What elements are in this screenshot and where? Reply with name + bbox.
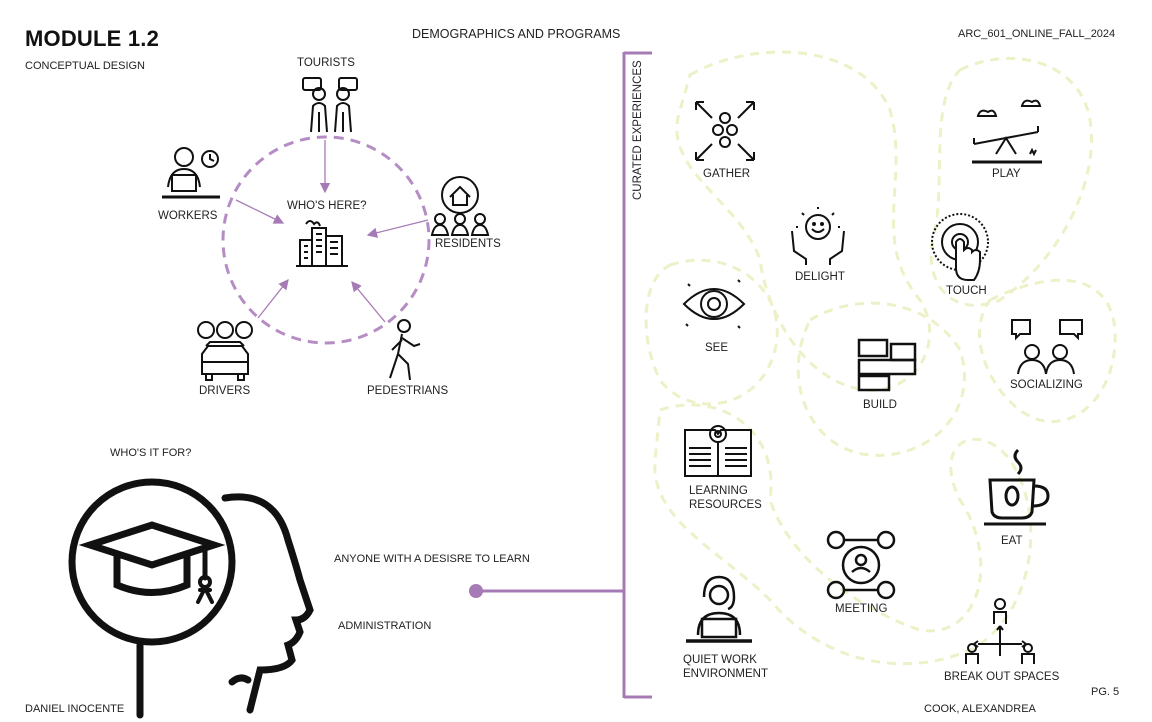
label-breakout-spaces: BREAK OUT SPACES	[944, 671, 1060, 683]
pedestrian-icon	[384, 318, 424, 382]
blob-socializing	[978, 278, 1117, 423]
label-quiet-work: QUIET WORK ENVIRONMENT	[683, 654, 768, 680]
eat-coffee-icon	[982, 446, 1056, 526]
arrow-residents	[366, 219, 429, 238]
whos-it-for-heading: WHO'S IT FOR?	[110, 447, 192, 459]
see-eye-icon	[680, 274, 748, 334]
city-buildings-icon	[296, 218, 348, 268]
residents-icon	[430, 175, 490, 237]
gather-icon	[690, 96, 760, 166]
workers-icon	[160, 145, 224, 205]
arrow-drivers	[257, 278, 289, 319]
label-eat: EAT	[1001, 535, 1023, 547]
label-build: BUILD	[863, 399, 897, 411]
blob-learning-meeting	[653, 403, 1033, 666]
label-drivers: DRIVERS	[199, 385, 251, 397]
quiet-work-icon	[684, 573, 754, 645]
play-seesaw-icon	[970, 92, 1044, 166]
author-left: DANIEL INOCENTE	[25, 703, 125, 715]
student-head-icon	[60, 470, 320, 720]
demographics-ring	[221, 135, 431, 345]
blob-see	[644, 258, 779, 406]
connector-dot	[469, 584, 483, 598]
label-socializing: SOCIALIZING	[1010, 379, 1083, 391]
socializing-icon	[1008, 316, 1086, 376]
tourists-icon	[299, 72, 363, 134]
blob-build	[796, 301, 966, 457]
drivers-icon	[196, 320, 254, 382]
label-delight: DELIGHT	[795, 271, 845, 283]
label-learning-resources: LEARNING RESOURCES	[689, 485, 762, 511]
arrow-pedestrians	[351, 280, 386, 323]
module-title: MODULE 1.2	[25, 26, 160, 51]
label-pedestrians: PEDESTRIANS	[367, 385, 449, 397]
label-see: SEE	[705, 342, 729, 354]
label-touch: TOUCH	[946, 285, 987, 297]
label-gather: GATHER	[703, 168, 751, 180]
label-meeting: MEETING	[835, 603, 888, 615]
label-residents: RESIDENTS	[435, 238, 501, 250]
learning-book-icon	[683, 420, 753, 480]
breakout-spaces-icon	[962, 596, 1038, 666]
curated-experiences-heading: CURATED EXPERIENCES	[632, 60, 644, 200]
author-right: COOK, ALEXANDREA	[924, 703, 1036, 715]
course-code: ARC_601_ONLINE_FALL_2024	[958, 28, 1116, 40]
delight-icon	[786, 205, 850, 267]
blob-play	[929, 56, 1093, 307]
label-play: PLAY	[992, 168, 1021, 180]
label-workers: WORKERS	[158, 210, 218, 222]
page-title: DEMOGRAPHICS AND PROGRAMS	[412, 27, 621, 41]
module-subtitle: CONCEPTUAL DESIGN	[25, 60, 146, 72]
audience-item-learners: ANYONE WITH A DESISRE TO LEARN	[334, 553, 530, 565]
blob-gather	[675, 50, 932, 392]
touch-icon	[928, 212, 992, 284]
meeting-icon	[826, 530, 896, 600]
audience-item-administration: ADMINISTRATION	[338, 620, 432, 632]
label-tourists: TOURISTS	[297, 57, 355, 69]
build-blocks-icon	[855, 336, 921, 392]
page-number: PG. 5	[1091, 686, 1120, 698]
whos-here-label: WHO'S HERE?	[287, 200, 367, 212]
arrow-workers	[235, 199, 285, 224]
